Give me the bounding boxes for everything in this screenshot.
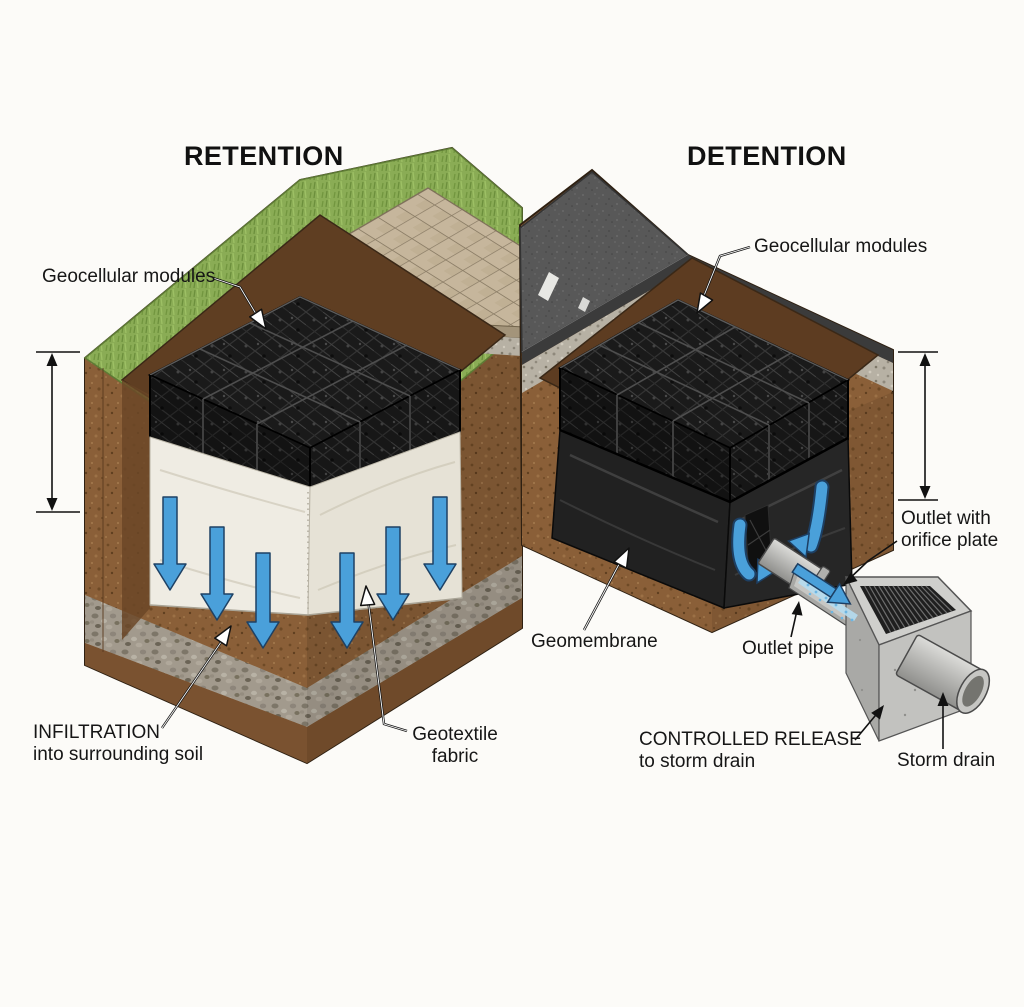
label-geotextile-fabric: Geotextile fabric <box>400 724 510 768</box>
gravel-layer <box>85 556 522 727</box>
label-infiltration-line2: into surrounding soil <box>33 744 204 765</box>
retention-title: RETENTION <box>184 141 344 171</box>
infiltration-arrows <box>153 496 457 649</box>
label-geomembrane: Geomembrane <box>531 631 658 652</box>
pipe-water-flow <box>791 562 858 622</box>
detention-title: DETENTION <box>687 141 847 171</box>
geocellular-leader-arrow <box>696 245 751 314</box>
label-outlet-orifice-line2: orifice plate <box>901 530 999 551</box>
label-storm-drain: Storm drain <box>897 750 996 771</box>
geocellular-leader-arrow <box>212 276 267 330</box>
down-arrow-icon <box>330 552 364 649</box>
down-arrow-icon <box>200 526 234 621</box>
storm-drain-leader-arrow <box>937 692 949 749</box>
detention-illustration <box>518 168 991 749</box>
storm-drain-pipe <box>895 634 991 714</box>
water-arrow-icon <box>826 582 852 605</box>
outlet-pipe-leader-arrow <box>790 601 803 638</box>
controlled-release-leader-arrow <box>854 705 884 741</box>
label-infiltration: INFILTRATION into surrounding soil <box>33 722 203 766</box>
down-arrow-icon <box>423 496 457 591</box>
label-geocellular-modules-left: Geocellular modules <box>42 266 216 287</box>
label-infiltration-line1: INFILTRATION <box>33 722 161 743</box>
road-lane-marking <box>538 272 559 301</box>
water-arrow-icon <box>787 532 811 559</box>
retention-illustration <box>36 146 523 765</box>
down-arrow-icon <box>376 526 410 621</box>
geocellular-module <box>557 298 851 504</box>
label-geotextile-line1: Geotextile <box>412 724 498 745</box>
label-geocellular-modules-right: Geocellular modules <box>754 236 928 257</box>
down-arrow-icon <box>246 552 280 649</box>
geotextile-leader-arrow <box>359 585 408 733</box>
label-controlled-release: CONTROLLED RELEASE to storm drain <box>639 729 862 773</box>
orifice-leader-arrow <box>843 540 898 585</box>
depth-dimension-right <box>898 351 938 501</box>
label-controlled-release-line1: CONTROLLED RELEASE <box>639 729 862 750</box>
label-outlet-orifice: Outlet with orifice plate <box>901 508 998 552</box>
label-outlet-orifice-line1: Outlet with <box>901 508 991 529</box>
down-arrow-icon <box>153 496 187 591</box>
label-geotextile-line2: fabric <box>431 746 479 767</box>
label-outlet-pipe: Outlet pipe <box>742 638 834 659</box>
infiltration-leader-arrow <box>161 625 232 729</box>
label-controlled-release-line2: to storm drain <box>639 751 756 772</box>
depth-dimension-left <box>36 351 80 513</box>
storm-drain <box>844 576 991 742</box>
geomembrane-leader-arrow <box>582 547 630 631</box>
geocellular-module <box>147 295 463 489</box>
